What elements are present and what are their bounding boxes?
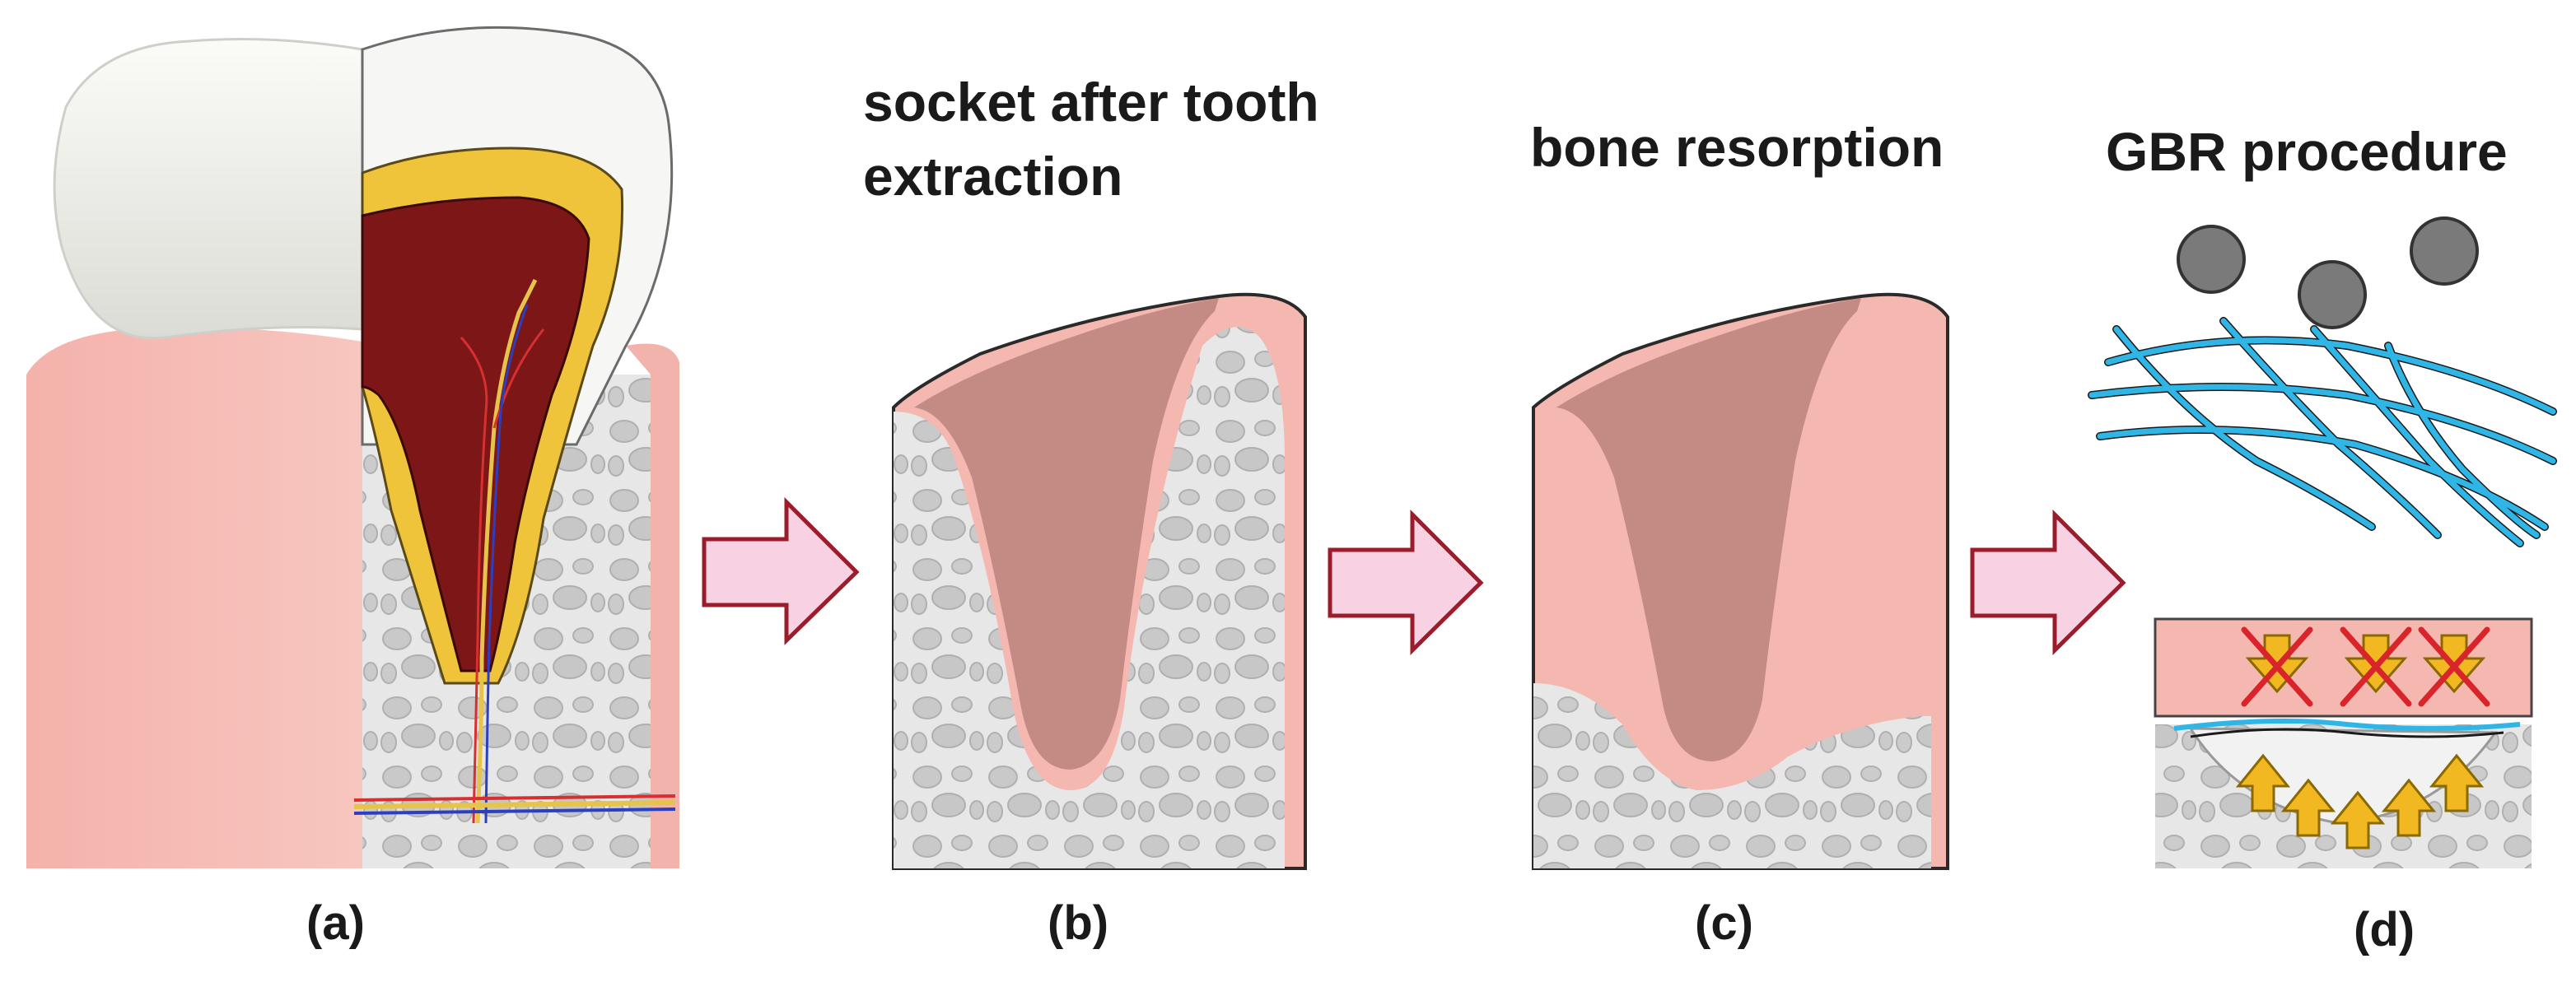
graft-particle: [2410, 216, 2479, 286]
panel-c-label: (c): [1695, 896, 1753, 950]
alveolar-bone: [894, 327, 1285, 869]
panel-d-gbr: [2088, 216, 2557, 868]
panel-c-title: bone resorption: [1530, 117, 1944, 178]
membrane-fibers: [2088, 317, 2557, 547]
vessels-base: [353, 800, 676, 809]
membrane-layer-edge: [2190, 728, 2504, 738]
panel-d-label: (d): [2354, 903, 2415, 956]
panel-b-title-line1: socket after tooth: [863, 72, 1319, 133]
gum-tissue: [26, 327, 362, 868]
artery-base: [353, 794, 676, 802]
panel-b-label: (b): [1048, 896, 1109, 950]
panel-a-label: (a): [306, 896, 365, 950]
graft-particle: [2298, 260, 2367, 329]
arrow-c-to-d: [1970, 509, 2126, 655]
graft-particle: [2177, 225, 2246, 294]
panel-c-resorption: [1532, 292, 1949, 870]
vein-base: [353, 807, 676, 815]
gum-tissue-right: [626, 343, 679, 868]
tooth-crown: [53, 38, 364, 340]
extraction-socket: [1556, 298, 1861, 761]
arrow-a-to-b: [702, 496, 860, 645]
panel-a-tooth: [26, 26, 679, 868]
bone-growth-arrows: [2235, 753, 2485, 849]
dental-pulp: [361, 196, 590, 673]
cross-marks: [2241, 626, 2490, 707]
panel-b-socket: [892, 292, 1307, 870]
extraction-socket: [914, 298, 1219, 770]
membrane-layer: [2173, 719, 2521, 731]
artery: [460, 328, 545, 824]
panel-d-title: GBR procedure: [2106, 121, 2508, 182]
vein: [484, 304, 529, 824]
alveolar-bone: [1533, 683, 1931, 868]
panel-b-title-line2: extraction: [863, 146, 1123, 207]
arrow-b-to-c: [1328, 509, 1484, 655]
nerve: [475, 278, 538, 824]
